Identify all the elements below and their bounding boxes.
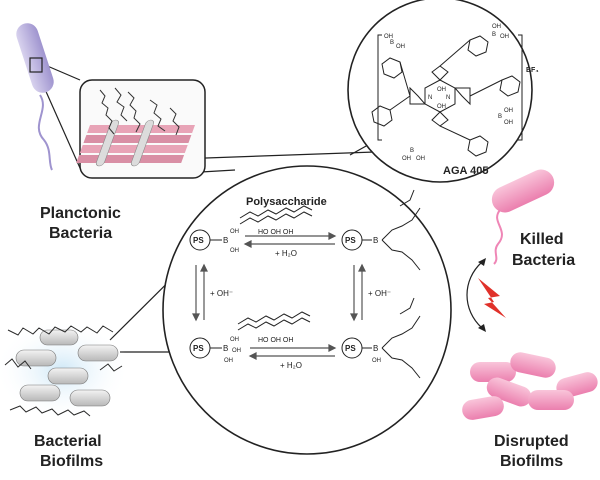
ps-boronate-ester: PS B	[341, 189, 421, 271]
label-killed-2: Bacteria	[512, 252, 575, 269]
oh-right: + OH⁻	[368, 289, 391, 298]
svg-text:OH: OH	[437, 104, 446, 110]
label-disrupted: Disrupted	[494, 433, 569, 450]
svg-text:OH: OH	[230, 337, 239, 343]
diol-label-mid: HO OH OH	[258, 337, 293, 344]
disrupted-biofilm-cells	[462, 352, 598, 420]
svg-text:OH: OH	[504, 120, 513, 126]
svg-text:PS: PS	[193, 236, 204, 245]
svg-text:OH: OH	[396, 44, 405, 50]
biofilm-cluster	[0, 320, 130, 420]
svg-text:OH: OH	[492, 24, 501, 30]
membrane-inset	[76, 79, 206, 179]
svg-text:PS: PS	[193, 344, 204, 353]
polysaccharide-label: Polysaccharide	[246, 196, 327, 208]
equilibrium-arrows-vertical	[192, 263, 366, 322]
svg-text:OH: OH	[384, 34, 393, 40]
svg-text:B: B	[390, 40, 394, 46]
diol-label: HO OH OH	[258, 229, 293, 236]
polysaccharide-chain-mid	[237, 311, 311, 331]
svg-text:N: N	[428, 95, 432, 101]
svg-text:OH: OH	[230, 248, 239, 254]
svg-text:B: B	[373, 236, 378, 245]
svg-text:PS: PS	[345, 236, 356, 245]
svg-text:PS: PS	[345, 344, 356, 353]
label-biofilms: Biofilms	[40, 453, 103, 470]
oh-left: + OH⁻	[210, 289, 233, 298]
killed-bacterium	[491, 169, 555, 265]
counterion-label: BF₄	[526, 67, 539, 74]
ps-boronate-ester-anion: PS B OH	[341, 297, 421, 379]
svg-text:OH: OH	[402, 156, 411, 162]
svg-text:B: B	[492, 32, 496, 38]
reaction-scheme: Polysaccharide HO OH OH PS B OH OH PS B	[162, 165, 452, 455]
svg-text:OH: OH	[372, 358, 381, 364]
svg-text:B: B	[410, 148, 414, 154]
ps-boronate-anion: PS B OH OH OH	[189, 337, 241, 364]
label-planctonic: Planctonic	[40, 205, 121, 222]
svg-text:OH: OH	[416, 156, 425, 162]
svg-text:OH: OH	[500, 34, 509, 40]
label-killed: Killed	[520, 231, 564, 248]
svg-text:OH: OH	[504, 108, 513, 114]
svg-text:B: B	[373, 344, 378, 353]
equilibrium-arrows-top	[243, 232, 337, 248]
label-planctonic-2: Bacteria	[49, 225, 112, 242]
polysaccharide-chain-top	[239, 205, 313, 225]
svg-text:B: B	[223, 236, 228, 245]
effect-arrows	[466, 258, 506, 332]
planktonic-bacterium	[16, 23, 54, 171]
svg-text:B: B	[223, 344, 228, 353]
svg-text:OH: OH	[230, 229, 239, 235]
water-bottom: + H₂O	[280, 361, 302, 370]
ps-boronic-acid: PS B OH OH	[189, 229, 239, 254]
svg-text:OH: OH	[437, 87, 446, 93]
label-bacterial: Bacterial	[34, 433, 102, 450]
svg-text:N: N	[446, 95, 450, 101]
svg-text:B: B	[498, 114, 502, 120]
label-disrupted-2: Biofilms	[500, 453, 563, 470]
svg-text:OH: OH	[224, 358, 233, 364]
equilibrium-arrows-bottom	[248, 344, 337, 360]
svg-text:OH: OH	[232, 348, 241, 354]
water-top: + H₂O	[275, 249, 297, 258]
compound-label: AGA 405	[443, 165, 488, 177]
